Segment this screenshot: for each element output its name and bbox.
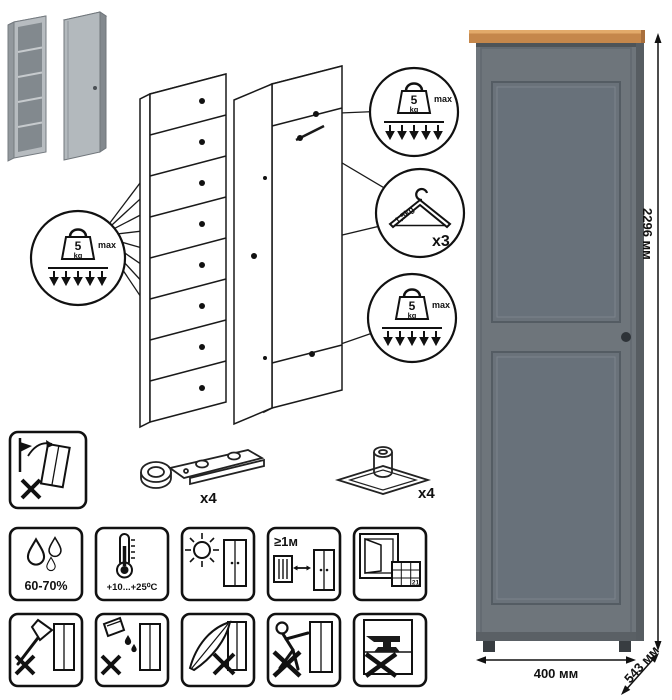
wardrobe-side [636, 43, 644, 641]
width-dimension: 400 мм [476, 656, 636, 681]
wardrobe-render [469, 30, 645, 652]
person-icon [275, 621, 310, 671]
wardrobe-foot [483, 641, 495, 652]
person-push-crossed-icon [266, 612, 342, 688]
hanger-count-label: x3 [432, 233, 450, 250]
heater-distance-icon: ≥1м [266, 526, 342, 602]
mini-knob-icon [93, 86, 97, 90]
temperature-label: +10...+25⁰C [107, 582, 158, 593]
hanger-load-badge: 1,5kg x3 [374, 167, 466, 259]
max-label: max [98, 240, 116, 250]
mini-cabinet-open [7, 15, 47, 162]
weight-unit: kg [74, 251, 83, 260]
hinge-count-label: x4 [200, 490, 217, 507]
down-arrows-icon [49, 271, 107, 287]
width-dimension-label: 400 мм [534, 666, 579, 681]
height-dimension: 2296 мм [640, 33, 662, 651]
bottom-load-badge: 5 kg max [366, 272, 458, 364]
weight-unit: kg [408, 311, 417, 320]
anvil-crossed-icon [352, 612, 428, 688]
weight-unit: kg [410, 105, 419, 114]
wardrobe-foot [619, 641, 631, 652]
axe-crossed-icon [8, 612, 84, 688]
temperature-icon: +10...+25⁰C [94, 526, 170, 602]
max-label: max [432, 300, 450, 310]
door-knob [621, 332, 631, 342]
shelf-load-badge: 5 kg max [29, 209, 127, 307]
down-arrows-icon [385, 125, 443, 141]
cup-hinge-icon: x4 [140, 449, 265, 507]
shelf-cabinet-diagram [139, 73, 227, 429]
window-day-label: 21 [412, 580, 420, 587]
height-dimension-label: 2296 мм [640, 208, 655, 260]
kettlebell-body-icon [60, 236, 96, 260]
sunlight-icon [180, 526, 256, 602]
weight-value: 5 [75, 239, 82, 253]
kettlebell-handle-icon [402, 288, 422, 298]
foot-count-label: x4 [418, 485, 435, 502]
shelf-dots [199, 98, 205, 391]
anvil-icon [366, 636, 400, 652]
down-arrows-icon [383, 331, 441, 347]
wardrobe-dots [251, 111, 319, 357]
window-calendar-icon: 21 [352, 526, 428, 602]
distance-label: ≥1м [274, 534, 298, 549]
feather-crossed-icon [180, 612, 256, 688]
kettlebell-body-icon [394, 296, 430, 320]
adjustable-foot-icon: x4 [334, 446, 435, 502]
humidity-label: 60-70% [24, 579, 67, 593]
wardrobe-cabinet-diagram [233, 65, 343, 426]
kettlebell-handle-icon [68, 228, 88, 238]
top-load-badge: 5 kg max [368, 66, 460, 158]
spill-crossed-icon [94, 612, 170, 688]
weight-value: 5 [409, 299, 416, 313]
clothes-hanger-icon [388, 198, 452, 229]
wall-fix-warning-icon [8, 430, 88, 510]
x-mark-icon [20, 478, 42, 500]
weight-value: 5 [411, 93, 418, 107]
kettlebell-body-icon [396, 90, 432, 114]
humidity-icon: 60-70% [8, 526, 84, 602]
kettlebell-handle-icon [404, 82, 424, 92]
mini-cabinet-closed [62, 11, 108, 161]
max-label: max [434, 94, 452, 104]
